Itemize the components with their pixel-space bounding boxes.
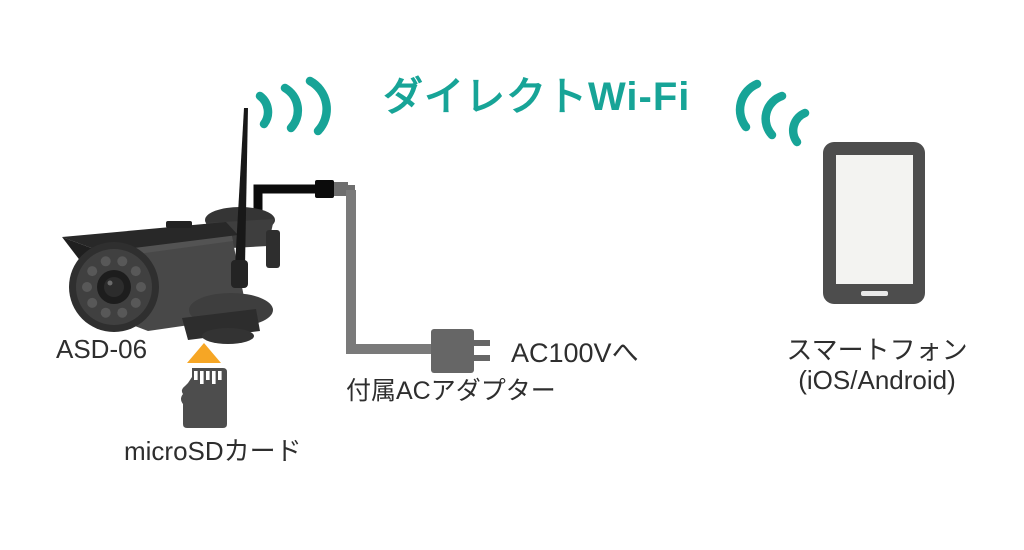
smartphone-icon xyxy=(823,142,925,304)
ac-outlet-label: AC100Vへ xyxy=(511,338,639,368)
wifi-signal-right-icon xyxy=(735,79,810,147)
insert-arrow-icon xyxy=(187,343,221,363)
smartphone-label-line2: (iOS/Android) xyxy=(798,365,956,395)
wifi-signal-left-icon xyxy=(255,76,331,136)
phone-home-bar xyxy=(861,291,888,296)
smartphone-label: スマートフォン (iOS/Android) xyxy=(778,335,976,395)
power-cable xyxy=(253,180,433,354)
ir-led-ring xyxy=(82,256,146,318)
microsd-card-icon xyxy=(181,368,227,428)
microsd-pins xyxy=(194,371,222,384)
smartphone-label-line1: スマートフォン xyxy=(786,335,968,365)
microsd-label: microSDカード xyxy=(124,436,302,466)
phone-screen xyxy=(836,155,913,284)
ac-adapter-label: 付属ACアダプター xyxy=(346,377,556,405)
security-camera-icon xyxy=(62,108,280,344)
antenna xyxy=(235,108,248,266)
camera-model-label: ASD-06 xyxy=(56,334,148,364)
ac-adapter-plug-icon xyxy=(431,329,490,373)
page-title: ダイレクトWi-Fi xyxy=(383,75,691,119)
